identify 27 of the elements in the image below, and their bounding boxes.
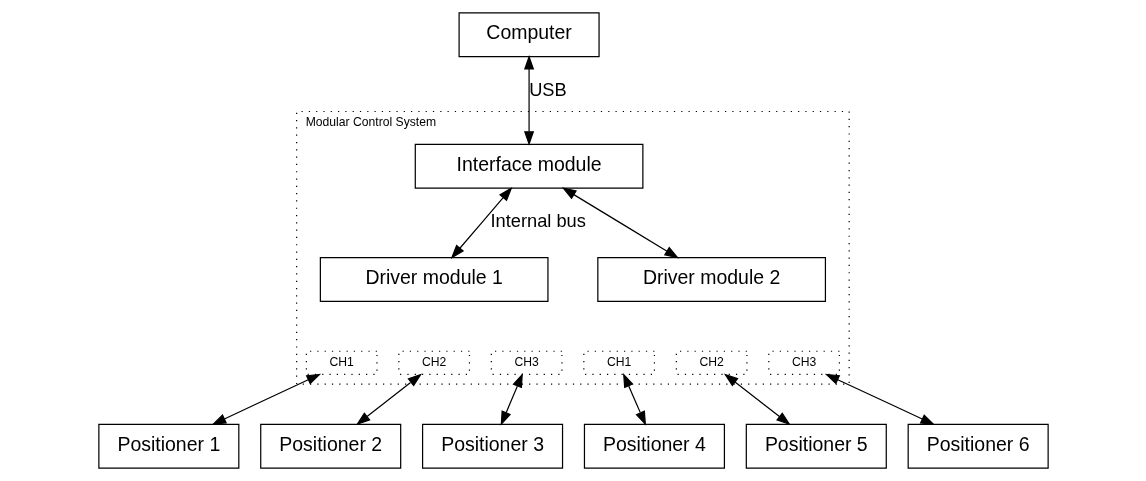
node-box: Positioner 5	[745, 423, 887, 469]
arrow	[450, 186, 512, 259]
node-box: CH2	[675, 350, 748, 375]
edge-label: USB	[528, 78, 567, 100]
node-box: Positioner 2	[259, 423, 401, 469]
arrow	[723, 373, 791, 426]
arrow	[622, 372, 646, 426]
node-box: Positioner 4	[583, 423, 725, 469]
node-box: CH2	[397, 350, 470, 375]
arrow	[523, 54, 534, 146]
node-box: CH1	[582, 350, 655, 375]
node-box: Positioner 6	[907, 423, 1049, 469]
node-box: CH3	[767, 350, 840, 375]
edge-label: Internal bus	[490, 210, 586, 232]
node-box: Interface module	[414, 143, 643, 189]
node-box: CH1	[305, 350, 378, 375]
arrow	[824, 373, 935, 425]
node-box: Driver module 1	[319, 256, 549, 302]
node-box: Driver module 2	[596, 256, 826, 302]
node-box: Positioner 3	[421, 423, 563, 469]
node-box: CH3	[490, 350, 563, 375]
arrow	[561, 187, 679, 259]
arrow	[211, 373, 321, 425]
node-box: Positioner 1	[97, 423, 239, 469]
arrow	[355, 373, 422, 426]
node-box: Computer	[458, 12, 600, 58]
arrow	[500, 372, 523, 426]
